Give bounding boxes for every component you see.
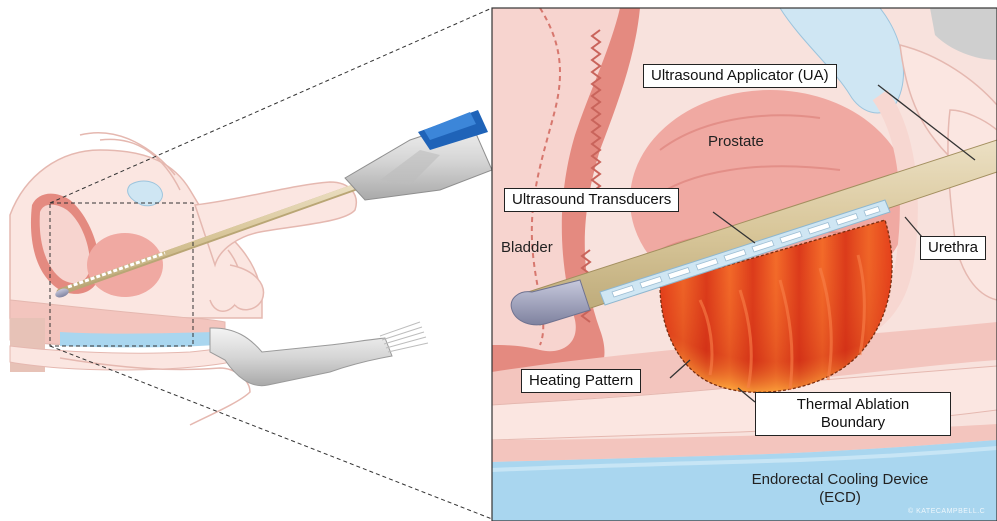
label-ultrasound-transducers: Ultrasound Transducers (504, 188, 679, 212)
label-ecd-line2: (ECD) (727, 489, 953, 507)
label-urethra: Urethra (920, 236, 986, 260)
label-ecd-line1: Endorectal Cooling Device (727, 471, 953, 489)
overview-anatomy (10, 133, 356, 425)
label-thermal-ablation-boundary: Thermal Ablation Boundary (755, 392, 951, 436)
label-ultrasound-applicator: Ultrasound Applicator (UA) (643, 64, 837, 88)
watermark: © KATECAMPBELL.C (908, 508, 985, 515)
label-prostate: Prostate (708, 133, 764, 151)
label-endorectal-cooling-device: Endorectal Cooling Device (ECD) (727, 471, 953, 507)
label-heating-pattern: Heating Pattern (521, 369, 641, 393)
label-thermal-ablation-line1: Thermal Ablation (762, 396, 944, 414)
label-bladder: Bladder (501, 239, 553, 257)
label-thermal-ablation-line2: Boundary (762, 414, 944, 432)
